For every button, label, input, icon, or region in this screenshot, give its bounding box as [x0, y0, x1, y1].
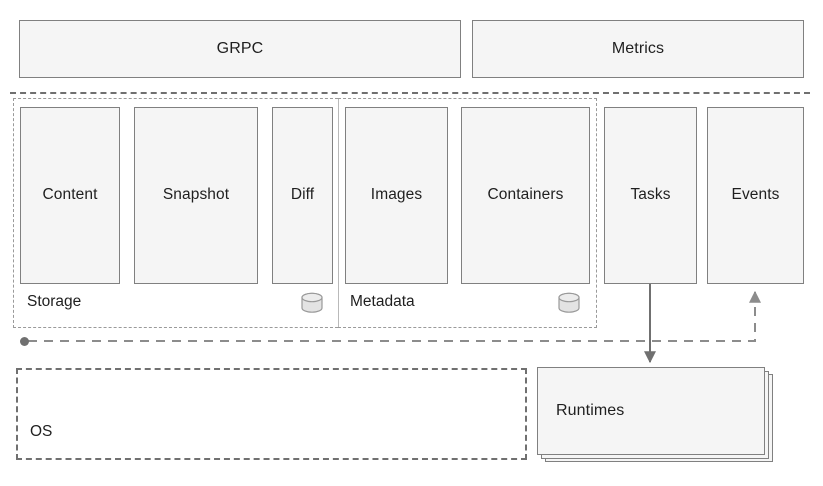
- node-metrics-label: Metrics: [611, 40, 665, 58]
- group-os: [16, 368, 527, 460]
- node-grpc-label: GRPC: [216, 40, 264, 58]
- node-metrics[interactable]: Metrics: [472, 20, 804, 78]
- node-runtimes[interactable]: Runtimes: [537, 367, 765, 455]
- node-containers-label: Containers: [487, 186, 564, 204]
- api-core-divider: [10, 92, 810, 94]
- storage-metadata-divider: [338, 98, 339, 328]
- node-tasks-label: Tasks: [630, 186, 671, 204]
- node-containers[interactable]: Containers: [461, 107, 590, 284]
- database-cylinder-icon: [299, 290, 325, 316]
- group-storage-label: Storage: [27, 293, 82, 310]
- node-images[interactable]: Images: [345, 107, 448, 284]
- node-snapshot[interactable]: Snapshot: [134, 107, 258, 284]
- node-images-label: Images: [370, 186, 423, 204]
- database-cylinder-icon: [556, 290, 582, 316]
- node-snapshot-label: Snapshot: [162, 186, 230, 204]
- group-os-label: OS: [30, 423, 53, 440]
- node-content-label: Content: [42, 186, 98, 204]
- group-metadata-label: Metadata: [350, 293, 415, 310]
- node-content[interactable]: Content: [20, 107, 120, 284]
- node-diff[interactable]: Diff: [272, 107, 333, 284]
- node-events-label: Events: [731, 186, 780, 204]
- node-grpc[interactable]: GRPC: [19, 20, 461, 78]
- node-diff-label: Diff: [290, 186, 315, 204]
- connector-origin-dot: [20, 337, 29, 346]
- node-tasks[interactable]: Tasks: [604, 107, 697, 284]
- node-runtimes-label: Runtimes: [556, 402, 625, 420]
- node-events[interactable]: Events: [707, 107, 804, 284]
